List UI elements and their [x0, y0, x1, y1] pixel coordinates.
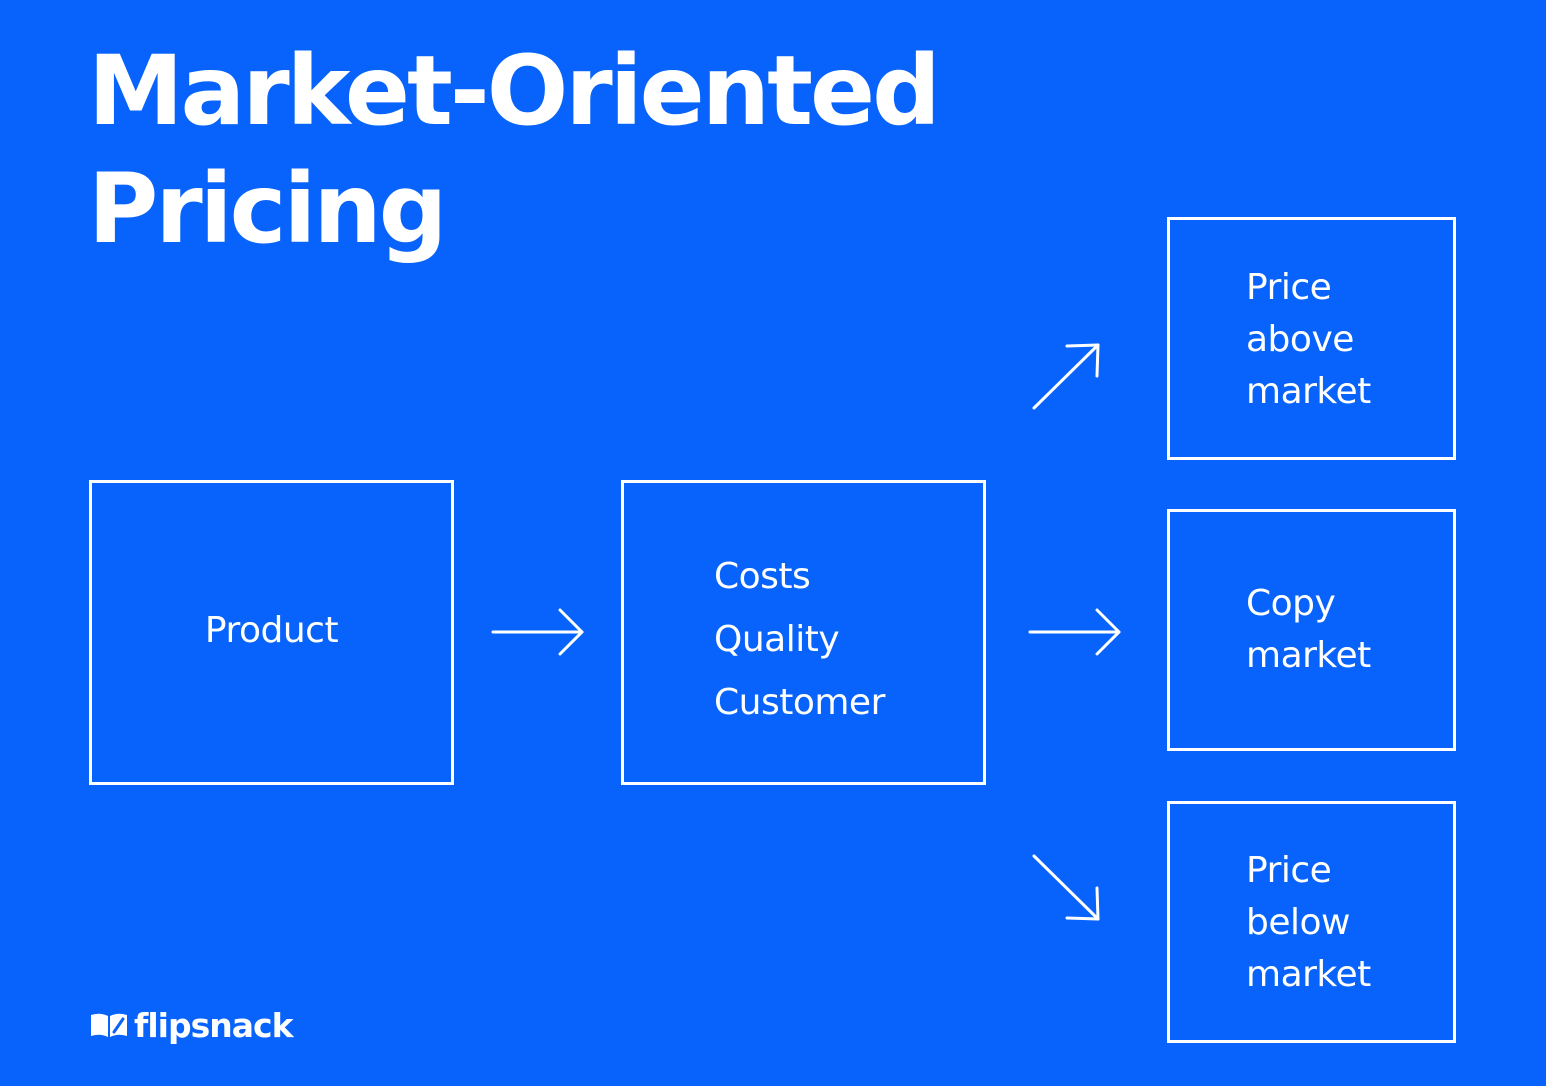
arrow-factors-to-price-above	[1032, 343, 1100, 410]
price-above-line-1: Price	[1246, 267, 1332, 308]
diagram-title: Market-Oriented Pricing	[88, 32, 941, 268]
factor-costs: Costs	[714, 556, 811, 597]
copy-market-line-2: market	[1246, 635, 1371, 676]
price-below-market-box: Price below market	[1167, 801, 1456, 1043]
product-box: Product	[89, 480, 454, 785]
copy-market-box: Copy market	[1167, 509, 1456, 751]
copy-market-line-1: Copy	[1246, 583, 1336, 624]
price-above-line-2: above	[1246, 319, 1354, 360]
price-above-line-3: market	[1246, 371, 1371, 412]
title-line-2: Pricing	[88, 153, 447, 265]
flipsnack-book-icon	[91, 1013, 127, 1037]
price-below-line-2: below	[1246, 902, 1350, 943]
factors-label: Costs Quality Customer	[714, 545, 885, 734]
flipsnack-logo: flipsnack	[90, 1003, 294, 1047]
price-below-line-1: Price	[1246, 850, 1332, 891]
product-label: Product	[204, 610, 339, 651]
factor-quality: Quality	[714, 619, 840, 660]
price-above-market-label: Price above market	[1246, 262, 1371, 418]
copy-market-label: Copy market	[1246, 578, 1371, 682]
arrow-factors-to-price-below	[1032, 854, 1100, 921]
factor-customer: Customer	[714, 682, 885, 723]
arrow-product-to-factors	[491, 608, 584, 656]
price-below-market-label: Price below market	[1246, 845, 1371, 1001]
price-above-market-box: Price above market	[1167, 217, 1456, 460]
factors-box: Costs Quality Customer	[621, 480, 986, 785]
title-line-1: Market-Oriented	[88, 35, 941, 147]
arrow-factors-to-copy-market	[1028, 608, 1121, 656]
price-below-line-3: market	[1246, 954, 1371, 995]
logo-text: flipsnack	[134, 1005, 294, 1045]
